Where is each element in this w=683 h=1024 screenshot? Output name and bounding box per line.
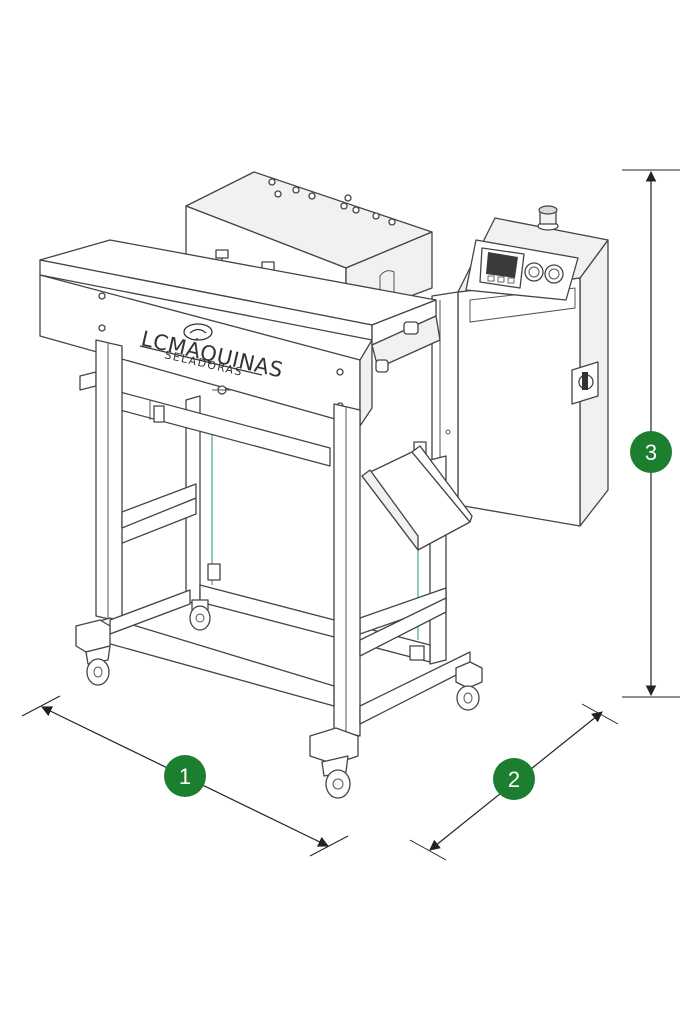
dimension-label-1: 1 xyxy=(179,764,191,789)
dimension-label-3: 3 xyxy=(645,440,657,465)
caster-front-left xyxy=(75,619,111,686)
frame-front xyxy=(95,339,471,737)
dimension-badge-3: 3 xyxy=(630,431,672,473)
control-knob-right xyxy=(544,264,564,284)
emergency-stop-button xyxy=(537,205,559,231)
main-switch xyxy=(571,361,599,405)
caster-back-left xyxy=(189,599,211,631)
control-cabinet xyxy=(457,205,609,527)
dimension-label-2: 2 xyxy=(508,767,520,792)
control-knob-left xyxy=(524,262,544,282)
caster-back-right xyxy=(455,661,483,711)
dimension-badge-1: 1 xyxy=(164,755,206,797)
dimension-badge-2: 2 xyxy=(493,758,535,800)
outfeed-chute xyxy=(361,445,473,551)
caster-front-right xyxy=(309,727,359,799)
sealer-body: LCMÁQUINAS SELADORAS xyxy=(39,171,441,427)
guide-rail xyxy=(119,391,427,467)
control-display xyxy=(479,247,525,289)
